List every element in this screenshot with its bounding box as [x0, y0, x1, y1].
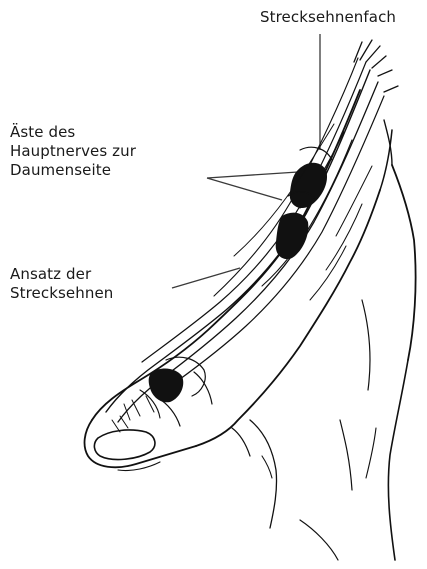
- label-ansatz-line1: Ansatz der: [10, 265, 113, 284]
- label-aeste-line3: Daumenseite: [10, 161, 136, 180]
- label-ansatz-line2: Strecksehnen: [10, 284, 113, 303]
- label-aeste-line1: Äste des: [10, 123, 136, 142]
- label-ansatz-strecksehnen: Ansatz der Strecksehnen: [10, 265, 113, 303]
- leader-ansatz: [172, 268, 240, 288]
- nerve-branches: [234, 124, 372, 300]
- label-strecksehnenfach-text: Strecksehnenfach: [260, 8, 396, 27]
- label-aeste-hauptnerv: Äste des Hauptnerves zur Daumenseite: [10, 123, 136, 180]
- label-aeste-line2: Hauptnerves zur: [10, 142, 136, 161]
- label-strecksehnenfach: Strecksehnenfach: [260, 8, 396, 27]
- leader-aeste-b: [207, 178, 282, 200]
- leader-aeste-a: [207, 172, 298, 178]
- extensor-tendons: [106, 40, 398, 422]
